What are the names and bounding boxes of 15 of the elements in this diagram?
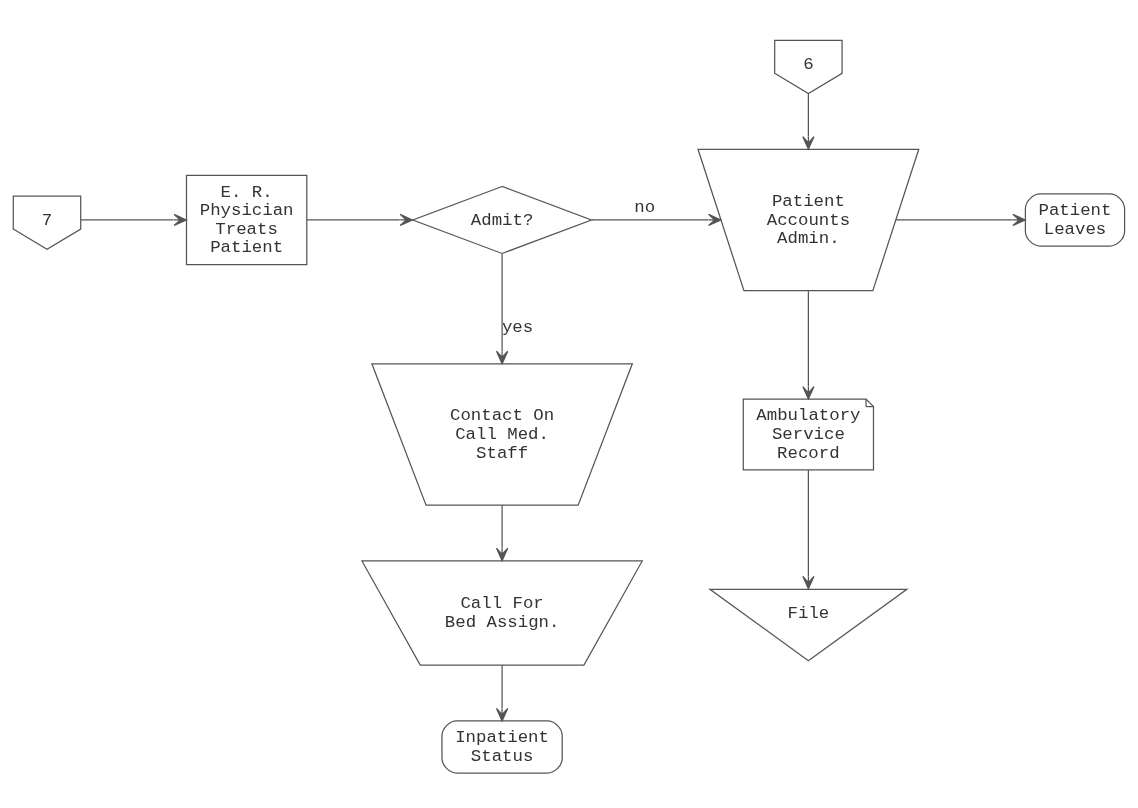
arrow	[495, 253, 509, 365]
node-box: Patient Leaves	[1024, 193, 1126, 247]
arrow	[802, 469, 815, 590]
arrow	[495, 504, 509, 562]
node-box: E. R. Physician Treats Patient	[185, 174, 308, 266]
arrow	[80, 213, 188, 227]
node-diamond: Admit?	[411, 185, 594, 255]
arrow	[495, 664, 509, 722]
edge-label: no	[634, 197, 656, 217]
arrow	[306, 213, 414, 227]
arrow	[590, 213, 722, 227]
arrow	[802, 290, 815, 400]
arrow	[802, 92, 815, 150]
arrow	[895, 213, 1026, 227]
node-box: Inpatient Status	[441, 720, 563, 774]
